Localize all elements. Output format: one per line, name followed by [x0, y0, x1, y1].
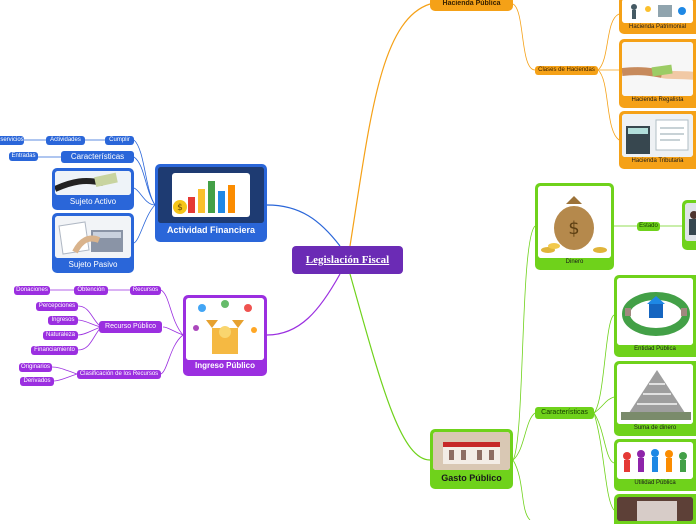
- document-image: [617, 497, 693, 521]
- node-donaciones[interactable]: Donaciones: [14, 286, 50, 295]
- connector-hacienda: [349, 3, 431, 247]
- entidad-publica-node[interactable]: Entidad Pública: [614, 275, 696, 357]
- idea-box-image: [186, 298, 264, 360]
- hacienda-publica-title: Hacienda Pública: [442, 0, 501, 7]
- hacienda-tributaria-node[interactable]: Hacienda Tributaria: [619, 111, 696, 169]
- hacienda-publica-node[interactable]: Hacienda Pública: [430, 0, 513, 11]
- node-ingresos[interactable]: Ingresos: [48, 316, 78, 325]
- svg-text:$: $: [568, 218, 579, 239]
- building-image: [433, 432, 510, 470]
- suma-dinero-title: Suma de dinero: [633, 425, 677, 431]
- money-stack-image: [617, 364, 693, 424]
- hacienda-regalista-title: Hacienda Regalista: [631, 97, 684, 103]
- people-assets-image: [622, 0, 693, 23]
- ingreso-publico-title: Ingreso Público: [194, 361, 255, 370]
- node-clasificacion-recursos[interactable]: Clasificación de los Recursos: [77, 370, 161, 379]
- node-entradas[interactable]: Entradas: [9, 152, 38, 161]
- hacienda-tributaria-title: Hacienda Tributaria: [631, 158, 684, 164]
- partial-bottom-node[interactable]: [614, 494, 696, 524]
- connector-gasto: [349, 273, 431, 461]
- dinero-node[interactable]: $ Dinero: [535, 183, 614, 270]
- paperwork-image: [55, 216, 131, 258]
- node-naturaleza[interactable]: Naturaleza: [43, 331, 78, 340]
- node-servicios[interactable]: servicios: [0, 136, 24, 145]
- entidad-publica-title: Entidad Pública: [634, 346, 676, 352]
- sujeto-activo-title: Sujeto Activo: [69, 197, 117, 206]
- financial-chart-image: $: [158, 167, 264, 223]
- actividad-financiera-node[interactable]: $ Actividad Financiera: [155, 164, 267, 242]
- node-percepciones[interactable]: Percepciones: [36, 302, 78, 311]
- government-ring-image: [617, 278, 693, 345]
- connector-actividad: [266, 204, 341, 247]
- node-financiamiento[interactable]: Financiamiento: [31, 346, 78, 355]
- svg-text:$: $: [177, 203, 183, 213]
- calculator-image: [622, 114, 693, 157]
- person-image: [685, 203, 696, 241]
- hacienda-regalista-node[interactable]: Hacienda Regalista: [619, 39, 696, 108]
- node-originarios[interactable]: Originarios: [19, 363, 52, 372]
- node-caracteristicas-actividad[interactable]: Características: [61, 151, 134, 163]
- gasto-publico-node[interactable]: Gasto Público: [430, 429, 513, 489]
- node-estado[interactable]: Estado: [637, 222, 660, 231]
- hand-money-image: [55, 171, 131, 195]
- node-obtencion[interactable]: Obtención: [74, 286, 108, 295]
- node-clases-haciendas[interactable]: Clases de Haciendas: [535, 66, 598, 75]
- node-actividades[interactable]: Actividades: [46, 136, 85, 145]
- money-bag-image: $: [538, 186, 611, 258]
- node-recursos[interactable]: Recursos: [130, 286, 161, 295]
- estado-image-node[interactable]: [682, 200, 696, 250]
- utilidad-publica-title: Utilidad Pública: [634, 480, 676, 486]
- actividad-financiera-title: Actividad Financiera: [166, 225, 256, 235]
- handshake-money-image: [622, 42, 693, 96]
- suma-dinero-node[interactable]: Suma de dinero: [614, 361, 696, 436]
- utilidad-publica-node[interactable]: Utilidad Pública: [614, 439, 696, 491]
- central-topic[interactable]: Legislación Fiscal: [292, 246, 403, 274]
- sujeto-activo-node[interactable]: Sujeto Activo: [52, 168, 134, 210]
- ingreso-publico-node[interactable]: Ingreso Público: [183, 295, 267, 376]
- node-cumplir[interactable]: Cumplir: [105, 136, 134, 145]
- dinero-title: Dinero: [565, 259, 584, 265]
- sujeto-pasivo-title: Sujeto Pasivo: [68, 260, 118, 269]
- node-derivados[interactable]: Derivados: [20, 377, 54, 386]
- gasto-publico-title: Gasto Público: [441, 473, 502, 483]
- hacienda-patrimonial-node[interactable]: Hacienda Patrimonial: [619, 0, 696, 34]
- node-caracteristicas-gasto[interactable]: Características: [535, 407, 594, 419]
- sujeto-pasivo-node[interactable]: Sujeto Pasivo: [52, 213, 134, 273]
- community-image: [617, 442, 693, 479]
- hacienda-patrimonial-title: Hacienda Patrimonial: [628, 24, 687, 30]
- node-recurso-publico[interactable]: Recurso Público: [99, 321, 162, 333]
- connector-ingreso: [266, 273, 341, 336]
